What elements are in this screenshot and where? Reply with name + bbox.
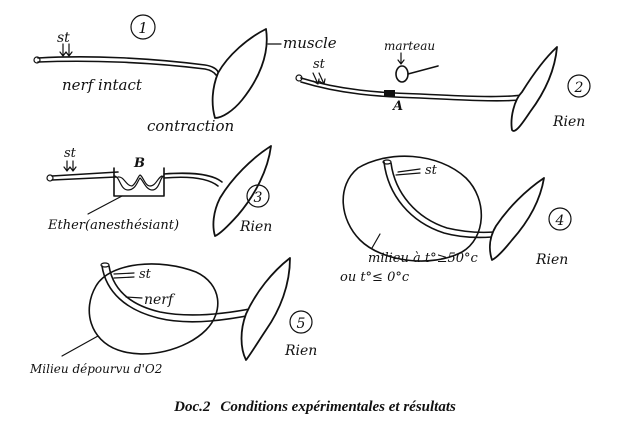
- panel-2-nerve-lower: [300, 81, 519, 102]
- panel-2-stimulus-arrows: [312, 72, 326, 85]
- panel-5-nerve-end: [100, 262, 110, 268]
- panel-4-medium-container: [342, 155, 483, 262]
- panel-2-hammer-pointer: [397, 52, 405, 65]
- caption-doc-number: Doc.2: [174, 399, 211, 415]
- panel-5-stimulus-arrows: [113, 272, 135, 275]
- panel-2-hammer-label: marteau: [384, 39, 435, 53]
- panel-4-nerve-right: [390, 162, 495, 234]
- panel-5-medium-container: [88, 263, 219, 355]
- panel-1-stimulus-label: st: [57, 30, 70, 46]
- panel-5-stimulus-label: st: [139, 267, 152, 282]
- panel-2-hammer-head: [395, 65, 409, 83]
- panel-2-point-label: A: [391, 99, 403, 114]
- panel-2-nerve-upper: [300, 77, 523, 98]
- panel-3-ether-liquid: [113, 175, 165, 191]
- panel-4: st milieu à t°≥50°c ou t°≤ 0°c 4 Rien: [340, 155, 572, 285]
- panel-1-result: contraction: [147, 117, 234, 135]
- panel-2-stimulus-label: st: [313, 57, 326, 72]
- panel-1: 1 st muscle nerf intact contraction: [33, 14, 337, 135]
- panel-4-medium-label-1: milieu à t°≥50°c: [368, 251, 479, 266]
- panel-4-nerve-end: [382, 159, 392, 165]
- panel-2-number-circle: [567, 74, 591, 98]
- panel-1-number: 1: [138, 19, 148, 37]
- panel-5-nerve-lower: [101, 265, 267, 323]
- panel-5-nerve-label: nerf: [144, 292, 176, 308]
- panel-3-stimulus-label: st: [64, 146, 77, 161]
- panel-2-result: Rien: [552, 114, 585, 130]
- panel-1-muscle-label: muscle: [283, 34, 337, 52]
- panel-5-medium-label: Milieu dépourvu d'O2: [29, 362, 162, 376]
- panel-5: st nerf Milieu dépourvu d'O2 5 Rien: [29, 257, 317, 376]
- panel-3-nerve-in-ether: [117, 174, 163, 187]
- panel-3-ether-label: Ether(anesthésiant): [47, 218, 179, 233]
- panel-1-muscle: [211, 28, 268, 119]
- panel-5-muscle: [240, 257, 291, 361]
- panel-4-result: Rien: [535, 252, 568, 268]
- panel-1-number-circle: [130, 14, 156, 40]
- panel-5-result: Rien: [284, 343, 317, 359]
- panel-4-stimulus-label: st: [425, 163, 438, 178]
- panel-3-number-circle: [246, 184, 270, 208]
- panel-1-stimulus-arrows: [59, 43, 73, 57]
- panel-3: st B Ether(anesthésiant) 3 Rien: [46, 145, 272, 237]
- panel-4-nerve-left: [383, 161, 493, 239]
- panel-4-muscle: [489, 177, 545, 261]
- panel-2-hammer-handle: [407, 65, 439, 75]
- panel-2-number: 2: [574, 80, 584, 96]
- panel-1-nerve-label: nerf intact: [62, 76, 143, 94]
- panel-3-point-label: B: [133, 156, 145, 171]
- panel-2-muscle: [510, 46, 558, 132]
- panel-1-nerve-lower: [37, 60, 217, 76]
- panel-4-stimulus-arrows-2: [395, 172, 421, 176]
- panel-5-nerve-pointer: [125, 296, 143, 299]
- panel-1-nerve-end: [33, 56, 41, 64]
- panel-5-nerve-upper: [108, 265, 265, 316]
- panel-5-number: 5: [297, 316, 306, 332]
- panel-4-medium-pointer: [371, 233, 381, 249]
- panel-3-ether-container: [113, 167, 165, 197]
- panel-3-ether-pointer: [87, 195, 123, 215]
- figure-caption: Doc.2 Conditions expérimentales et résult…: [0, 399, 630, 416]
- panel-2-crushed-point: [384, 90, 395, 97]
- panel-5-stimulus-arrows-2: [113, 276, 135, 279]
- panel-4-number-circle: [548, 207, 572, 231]
- panel-3-number: 3: [254, 190, 263, 206]
- panel-3-muscle: [212, 145, 272, 237]
- panel-3-nerve-upper-left: [51, 171, 119, 177]
- caption-title: Conditions expérimentales et résultats: [220, 399, 456, 415]
- panel-2: marteau st A 2 Rien: [295, 39, 591, 132]
- panel-5-medium-pointer: [61, 335, 99, 357]
- panel-3-nerve-lower-right: [163, 176, 219, 187]
- panel-3-nerve-end: [46, 174, 54, 182]
- panel-4-number: 4: [555, 213, 565, 229]
- panel-5-number-circle: [289, 310, 313, 334]
- panel-3-stimulus-arrows: [63, 160, 77, 172]
- panel-3-nerve-upper-right: [163, 172, 223, 183]
- panel-1-nerve-upper: [37, 56, 219, 73]
- panel-4-stimulus-arrows: [397, 168, 421, 173]
- panel-4-medium-label-2: ou t°≤ 0°c: [340, 270, 410, 285]
- panel-3-nerve-lower-left: [51, 176, 117, 181]
- panel-3-result: Rien: [239, 219, 272, 235]
